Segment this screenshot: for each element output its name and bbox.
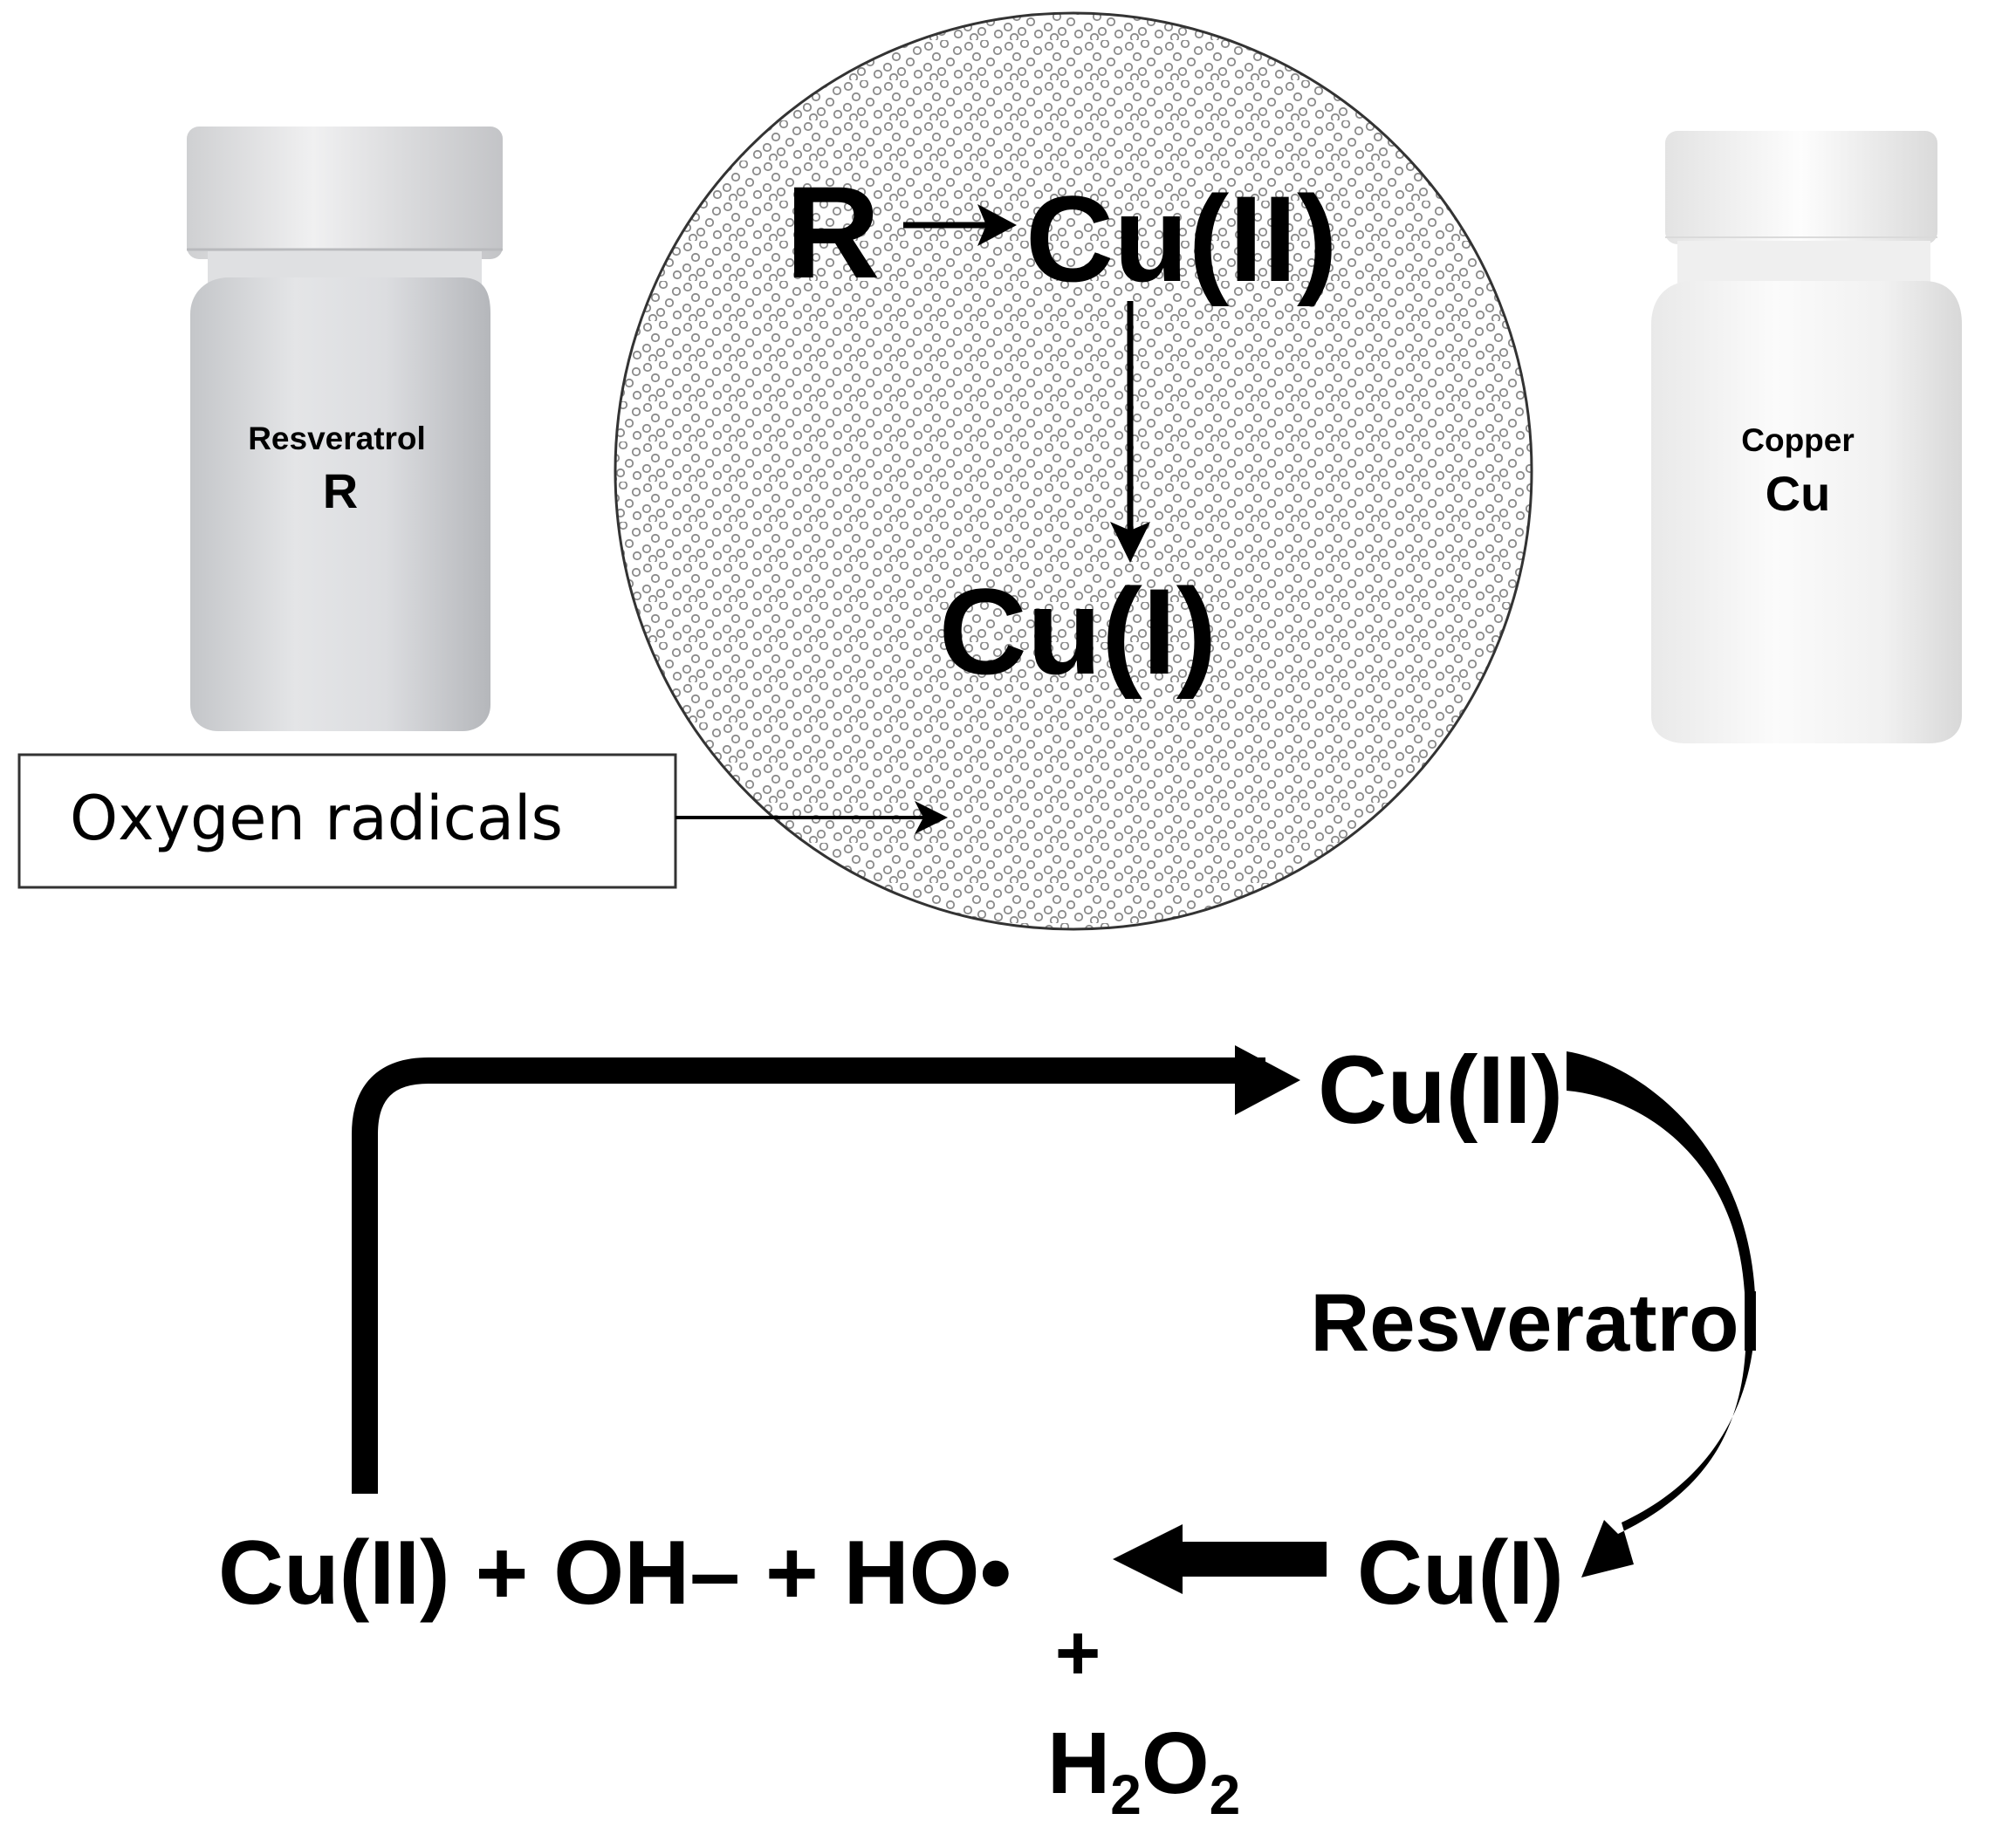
copper-bottle: Copper Cu	[1651, 131, 1962, 743]
peroxide-h: H	[1047, 1714, 1110, 1812]
product-arrow-shaft	[1174, 1542, 1327, 1577]
bottle-cap	[187, 127, 503, 259]
products-label: Cu(II) + OH– + HO•	[218, 1523, 1011, 1624]
bottle-neck	[1677, 241, 1930, 286]
reactant-label: R	[785, 159, 880, 305]
peroxide-sub-2: 2	[1210, 1763, 1241, 1826]
reduction-arrow-horizontal-head	[977, 204, 1017, 246]
circle-outline	[614, 11, 1533, 931]
peroxide-label: H2O2	[1047, 1714, 1240, 1826]
oxygen-radicals-label: Oxygen radicals	[70, 783, 563, 854]
reaction-circle: R Cu(II) Cu(I)	[614, 11, 1533, 931]
oxygen-radicals-callout: Oxygen radicals	[17, 753, 948, 889]
return-arrow-head	[1235, 1045, 1300, 1115]
bottle-symbol: Cu	[1766, 466, 1831, 521]
redox-cycle: Cu(II) Resveratrol Cu(I) Cu(II) + OH– + …	[218, 1037, 1762, 1826]
circle-bubbles	[615, 13, 1532, 929]
reduced-label: Cu(I)	[939, 563, 1217, 700]
oxygen-radicals-arrow-head	[915, 801, 948, 834]
peroxide-o: O	[1142, 1714, 1210, 1812]
bottle-name: Copper	[1741, 422, 1855, 458]
reducing-agent-label: Resveratrol	[1310, 1276, 1761, 1368]
product-arrow-head	[1113, 1524, 1183, 1594]
bottle-cap	[1665, 131, 1937, 244]
peroxide-sub-1: 2	[1110, 1763, 1142, 1826]
bottle-symbol: R	[323, 463, 358, 518]
oxidized-label: Cu(II)	[1025, 170, 1338, 307]
plus-sign: +	[1055, 1610, 1101, 1697]
oxygen-radicals-box	[17, 753, 677, 889]
bottle-body	[190, 277, 490, 731]
return-arrow-path	[352, 1057, 1265, 1494]
right-species-label: Cu(I)	[1357, 1523, 1564, 1624]
resveratrol-bottle: Resveratrol R	[187, 127, 503, 731]
top-species-label: Cu(II)	[1318, 1037, 1563, 1144]
bottle-name: Resveratrol	[248, 421, 426, 456]
bottle-body	[1651, 281, 1962, 743]
reduction-arrow-vertical-head	[1110, 522, 1150, 563]
